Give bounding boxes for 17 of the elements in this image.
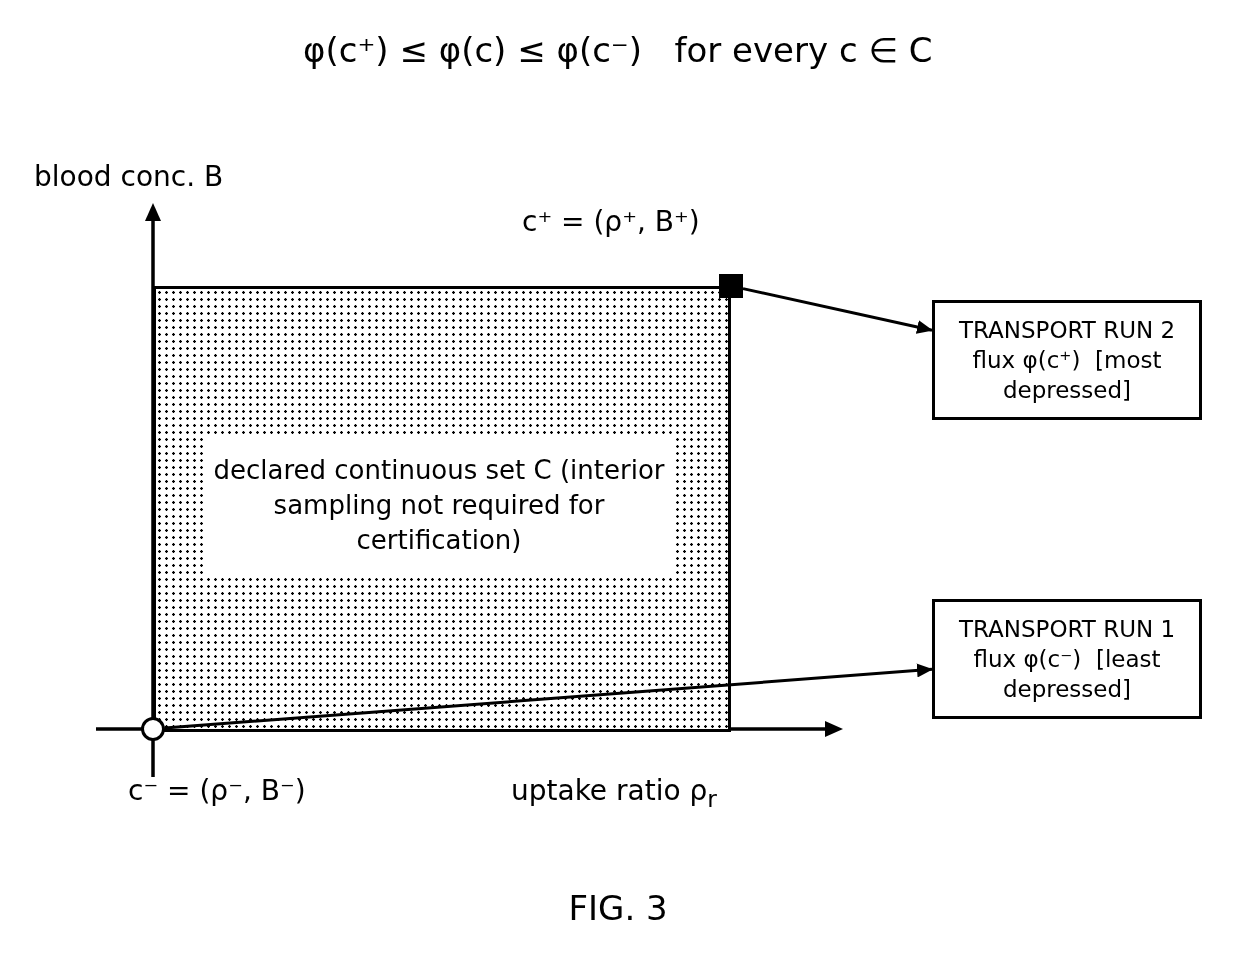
process-box [932,300,1202,420]
point-marker [141,717,165,741]
point-marker [719,274,743,298]
box-heading: TRANSPORT RUN 1 [957,615,1177,644]
arrow [742,287,933,334]
process-box [932,599,1202,719]
box-text: flux φ(c⁺) [most depressed] [971,346,1163,405]
axis-label: uptake ratio ρ$_{r}$ [511,774,717,813]
formula-title: φ(c⁺) ≤ φ(c) ≤ φ(c⁻) for every c ∈ C [303,30,933,70]
region-label: declared continuous set C (interior sampling not required for certification) [212,454,666,557]
point-label: c⁺ = (ρ⁺, B⁺) [522,205,700,238]
arrow [164,663,933,730]
box-text: flux φ(c⁻) [least depressed] [972,645,1162,704]
axis-label: blood conc. B [34,160,224,193]
point-label: c⁻ = (ρ⁻, B⁻) [128,774,306,807]
figure-caption: FIG. 3 [568,888,668,928]
box-heading: TRANSPORT RUN 2 [957,316,1177,345]
